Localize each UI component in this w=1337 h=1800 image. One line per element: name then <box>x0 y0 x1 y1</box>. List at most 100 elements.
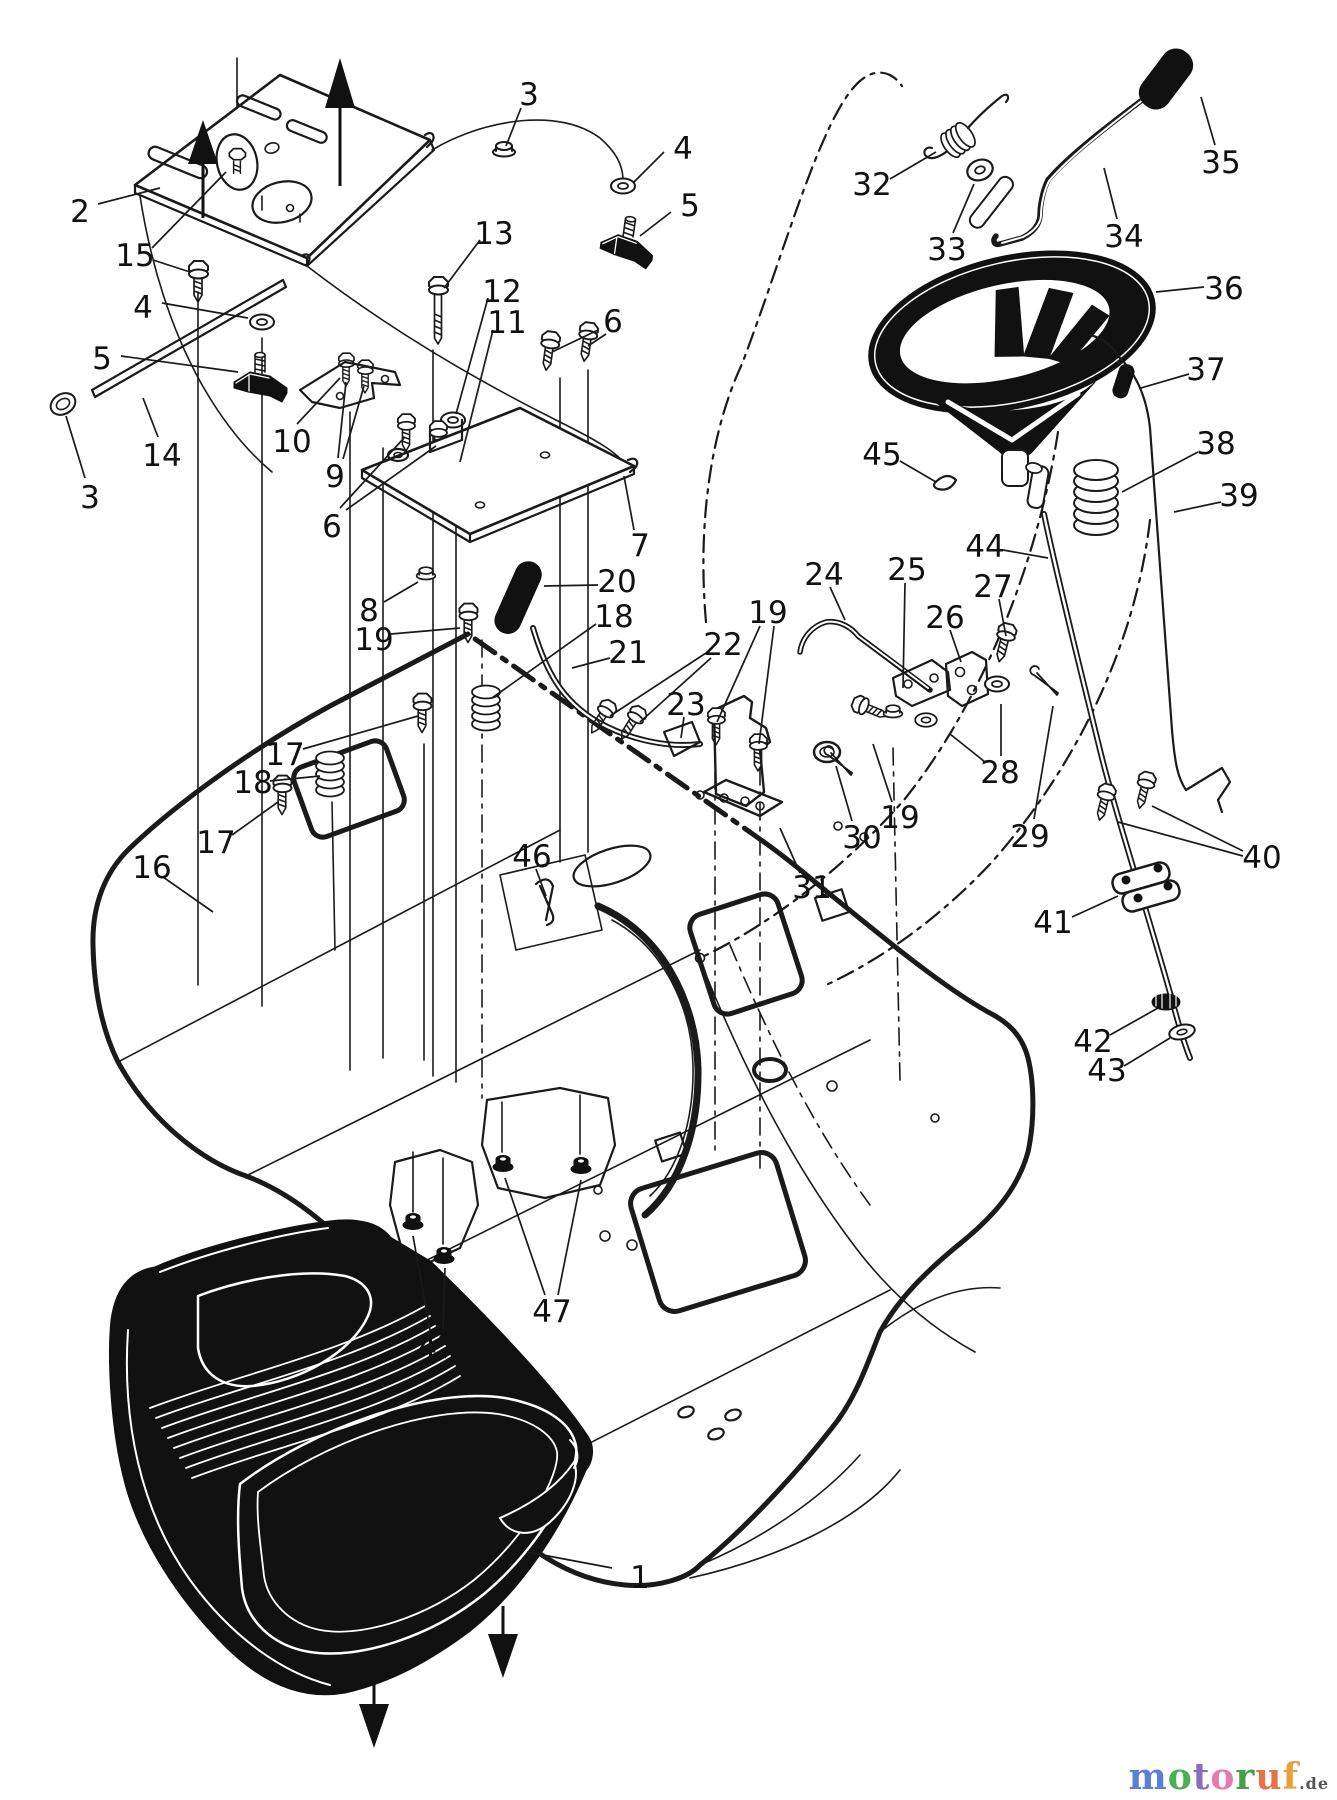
callout-9: 9 <box>325 459 345 495</box>
screw-17b <box>272 774 293 816</box>
spring-18b <box>315 750 345 798</box>
leader-line-27 <box>998 598 1007 637</box>
leader-line-11 <box>459 329 494 463</box>
seat <box>109 1219 594 1696</box>
leader-line-18 <box>491 623 597 699</box>
callout-17: 17 <box>265 737 304 773</box>
washer-28b <box>914 712 938 728</box>
callout-5: 5 <box>92 341 112 377</box>
leader-line-6 <box>339 437 405 509</box>
screw-6b1 <box>536 329 562 373</box>
callout-43: 43 <box>1087 1053 1126 1089</box>
spring-18a <box>471 684 501 732</box>
bracket-26 <box>944 650 990 708</box>
watermark-letter: o <box>1167 1756 1193 1798</box>
callout-46: 46 <box>512 839 551 875</box>
callout-6: 6 <box>322 509 342 545</box>
leader-line-42 <box>1109 1007 1159 1036</box>
spring-38 <box>1073 459 1119 536</box>
watermark-letter: m <box>1128 1756 1168 1798</box>
leader-line-24 <box>829 586 846 621</box>
leader-line-1 <box>526 1551 613 1569</box>
leader-line-38 <box>1121 451 1199 493</box>
leader-line-4 <box>161 302 249 319</box>
seat-rib <box>149 1305 426 1409</box>
callout-6: 6 <box>603 304 623 340</box>
washer-33 <box>966 158 994 182</box>
callout-37: 37 <box>1186 352 1225 388</box>
callout-2: 2 <box>70 194 90 230</box>
callout-32: 32 <box>852 167 891 203</box>
callout-16: 16 <box>132 850 171 886</box>
screw-17a <box>412 692 433 734</box>
watermark-letter: r <box>1235 1756 1256 1798</box>
callout-3: 3 <box>80 480 100 516</box>
leader-line-9 <box>342 385 365 460</box>
watermark-letter: u <box>1255 1756 1283 1798</box>
leader-line-14 <box>142 397 159 438</box>
return-spring-32 <box>923 93 1010 160</box>
callout-13: 13 <box>474 216 513 252</box>
callout-41: 41 <box>1033 905 1072 941</box>
callout-34: 34 <box>1104 219 1143 255</box>
steering-shaft-44 <box>1025 461 1193 1061</box>
watermark-suffix: .de <box>1299 1774 1329 1793</box>
callout-19: 19 <box>880 800 919 836</box>
callout-47: 47 <box>532 1294 571 1330</box>
callout-1: 1 <box>630 1560 650 1596</box>
callout-18: 18 <box>233 765 272 801</box>
callout-28: 28 <box>980 755 1019 791</box>
leader-line-12 <box>455 297 489 415</box>
washer-4-right <box>610 177 636 195</box>
pivot-bracket-cluster <box>702 618 1059 818</box>
knob-5-left <box>233 351 288 403</box>
callout-4: 4 <box>133 290 153 326</box>
callout-25: 25 <box>887 552 926 588</box>
watermark-word: motoruf <box>1129 1756 1299 1798</box>
leader-line-2 <box>97 187 161 205</box>
leader-line-47 <box>557 1179 582 1296</box>
callout-44: 44 <box>965 529 1004 565</box>
steering-wheel-36 <box>868 250 1156 414</box>
callout-14: 14 <box>142 438 181 474</box>
callout-36: 36 <box>1204 271 1243 307</box>
leader-line-13 <box>443 239 481 289</box>
clip-45 <box>932 474 958 491</box>
leader-line-6 <box>551 329 599 353</box>
callout-35: 35 <box>1201 145 1240 181</box>
leader-line-25 <box>902 582 906 689</box>
seat-rib <box>167 1335 441 1439</box>
seat-rib <box>185 1365 456 1469</box>
lift-lever-34 <box>968 85 1161 248</box>
leader-line-44 <box>1002 549 1049 559</box>
knob-5-right <box>597 212 659 271</box>
callout-12: 12 <box>482 274 521 310</box>
cotter-29 <box>1029 665 1059 696</box>
seat-mounting-plate <box>133 73 436 268</box>
lever-pin <box>968 175 1014 229</box>
leader-line-47 <box>442 1267 446 1331</box>
leader-line-15 <box>151 171 227 249</box>
leader-line-41 <box>1071 895 1119 918</box>
callout-17: 17 <box>196 825 235 861</box>
callout-3: 3 <box>519 77 539 113</box>
wheel-cone <box>919 381 1096 487</box>
callout-42: 42 <box>1073 1024 1112 1060</box>
callout-layer: 1233445566789101112131415161717181819191… <box>65 77 1282 1596</box>
seat-bracket-47-right <box>480 1086 617 1200</box>
leader-line-19 <box>716 625 761 723</box>
nut-42 <box>1151 993 1181 1011</box>
callout-39: 39 <box>1219 478 1258 514</box>
seat-rib <box>161 1325 436 1429</box>
leader-line-18 <box>269 775 321 782</box>
grommet-30 <box>812 740 842 764</box>
leader-line-6 <box>587 333 607 347</box>
leader-line-7 <box>623 475 635 531</box>
seat-bracket-47-left <box>388 1148 480 1264</box>
seat-ribs <box>149 1305 461 1479</box>
callout-15: 15 <box>115 238 154 274</box>
leader-line-35 <box>1200 96 1216 146</box>
leader-line-26 <box>949 629 962 663</box>
rod-39 <box>1088 333 1232 814</box>
